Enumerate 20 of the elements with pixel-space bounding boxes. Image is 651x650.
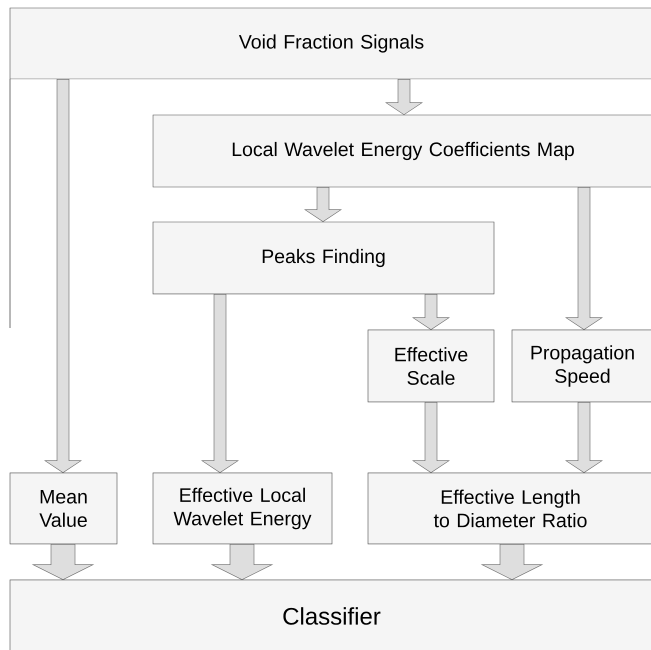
block-arrow xyxy=(412,294,450,330)
process-box: Classifier xyxy=(10,580,651,650)
block-arrow xyxy=(304,186,342,222)
block-arrow xyxy=(44,79,82,474)
block-arrow xyxy=(32,544,94,580)
process-box: Mean Value xyxy=(10,472,118,544)
process-box: Effective Local Wavelet Energy xyxy=(152,472,332,544)
block-arrow xyxy=(201,294,239,474)
block-arrow xyxy=(565,402,603,474)
process-box: Effective Scale xyxy=(368,330,494,402)
block-arrow xyxy=(385,79,423,116)
process-box: Peaks Finding xyxy=(152,222,494,294)
process-box: Effective Length to Diameter Ratio xyxy=(368,472,651,544)
process-box: Void Fraction Signals xyxy=(10,8,651,80)
block-arrow xyxy=(565,186,603,330)
block-arrow xyxy=(480,544,544,580)
block-arrow xyxy=(210,544,274,580)
process-box: Local Wavelet Energy Coefficients Map xyxy=(152,114,651,188)
block-arrow xyxy=(412,402,450,474)
process-box: Propagation Speed xyxy=(512,330,651,402)
